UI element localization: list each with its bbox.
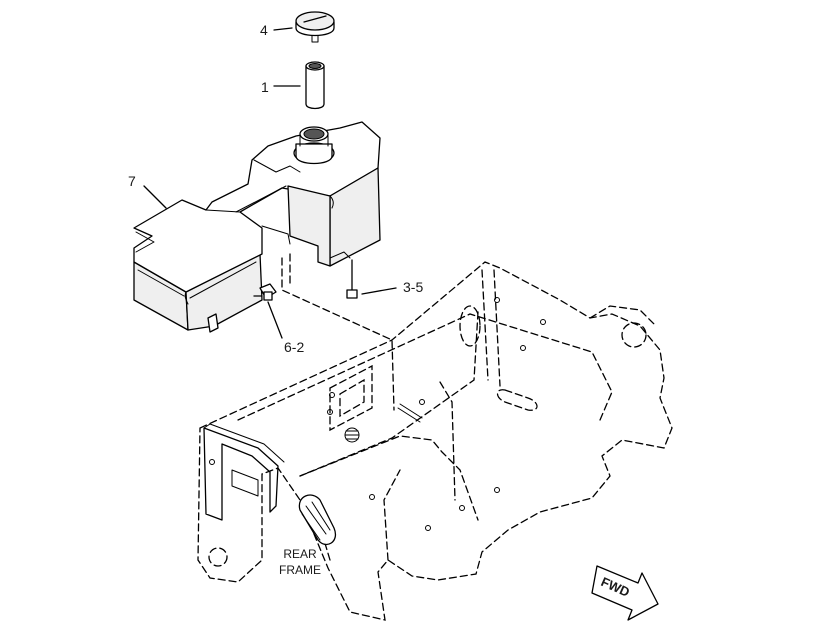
frame-hole <box>459 505 465 511</box>
frame-hole <box>327 409 333 415</box>
callout-bolt-right: 3-5 <box>403 279 423 295</box>
frame-holes <box>209 297 546 531</box>
frame-window <box>329 364 373 432</box>
fwd-arrow-icon <box>591 565 659 621</box>
rear-frame-deck <box>237 311 613 477</box>
rear-frame-inner-rail <box>299 435 479 521</box>
tank-drain-spout <box>207 313 219 333</box>
rear-frame-lower-rail <box>317 469 401 561</box>
mounting-bolt-right <box>346 259 397 299</box>
filler-tube <box>273 61 325 110</box>
overflow-hose <box>281 257 395 411</box>
tank-top <box>133 121 381 293</box>
filler-tube-bore <box>308 63 322 69</box>
frame-hole <box>494 297 500 303</box>
frame-label-line1: REAR <box>283 547 317 561</box>
frame-hole <box>494 487 500 493</box>
rear-bracket-lip <box>203 423 285 463</box>
bolt-right-head <box>346 289 358 299</box>
frame-label-line2: FRAME <box>279 563 321 577</box>
frame-hole <box>425 525 431 531</box>
frame-hitch-tab <box>589 305 657 327</box>
tank-filler-neck-side <box>299 133 329 147</box>
filler-cap-top <box>295 11 335 31</box>
frame-hole <box>520 345 526 351</box>
filler-cap-stem <box>311 35 319 43</box>
filler-tube-body <box>305 65 325 110</box>
frame-oval-cutout <box>459 305 481 347</box>
tank-front-shading <box>137 261 257 299</box>
frame-bumper <box>298 494 337 545</box>
frame-hole <box>540 319 546 325</box>
tank-filler-neck <box>295 143 333 165</box>
tank-lower-edge <box>261 225 291 245</box>
tank-notch <box>135 159 301 253</box>
callout-bolt-left: 6-2 <box>284 339 304 355</box>
filler-cap-leader-line <box>273 27 293 31</box>
tank-mount-tab-right <box>329 251 351 259</box>
rear-frame-side-rail <box>439 269 501 501</box>
tank-leader-line <box>143 185 167 209</box>
rear-bracket <box>203 427 279 521</box>
filler-cap-slot <box>303 15 327 23</box>
callout-tube: 1 <box>261 79 269 95</box>
frame-rod <box>397 403 423 423</box>
frame-hitch-hole <box>621 322 647 348</box>
rear-frame-outline <box>197 261 673 621</box>
callout-cap: 4 <box>260 22 268 38</box>
tank-riser-side <box>287 185 331 267</box>
frame-grille-lines <box>344 430 360 440</box>
bolt-right-leader-line <box>361 287 397 295</box>
bolt-left-leader-line <box>267 301 283 339</box>
tank-filler-thread <box>303 128 325 140</box>
frame-lower-hole <box>208 547 228 567</box>
frame-hole <box>329 392 335 398</box>
frame-hole <box>209 459 215 465</box>
coolant-tank <box>133 121 381 333</box>
rear-bracket-window <box>231 469 259 497</box>
bolt-left-head <box>263 291 273 301</box>
frame-bumper-ribs <box>301 501 331 541</box>
filler-cap <box>273 11 335 43</box>
tank-rounded-corner <box>184 195 334 305</box>
tank-inner-recess <box>205 185 287 213</box>
frame-slot-cutout <box>496 389 538 411</box>
forward-direction-arrow: FWD <box>591 565 659 621</box>
rear-frame <box>197 253 673 621</box>
frame-hole <box>369 494 375 500</box>
frame-hole <box>419 399 425 405</box>
callout-tank: 7 <box>128 173 136 189</box>
mounting-bolt-left <box>253 291 283 339</box>
